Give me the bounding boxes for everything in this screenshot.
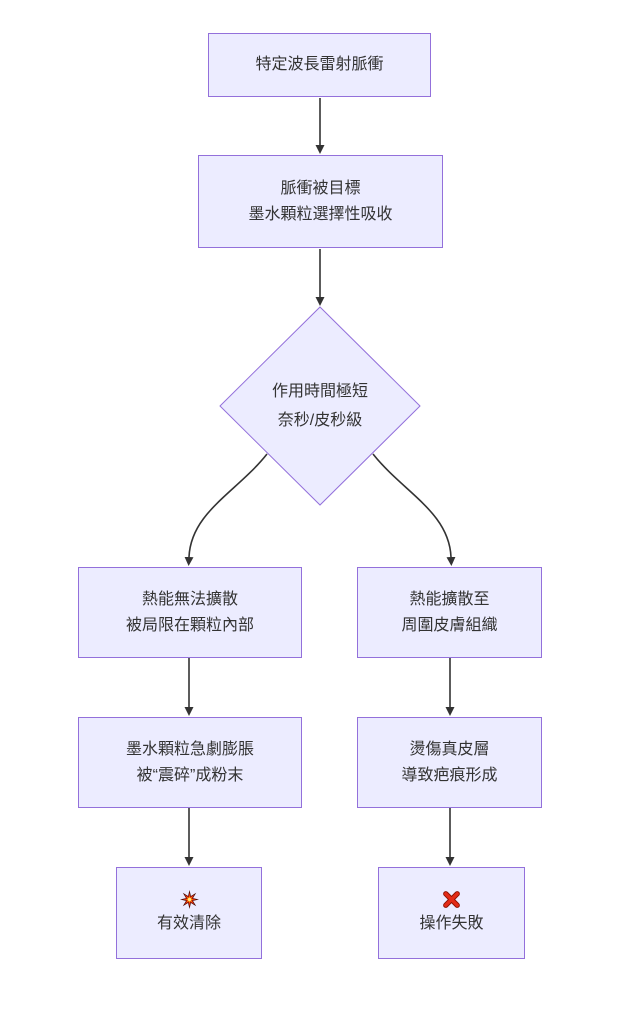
node-label-line: 導致疤痕形成	[401, 766, 498, 784]
flowchart-node-particle-shatter: 墨水顆粒急劇膨脹 被“震碎”成粉末	[78, 717, 302, 808]
node-label-line: 熱能無法擴散	[141, 590, 238, 608]
flowchart-node-laser-pulse: 特定波長雷射脈衝	[208, 33, 431, 97]
decision-diamond-shape	[219, 306, 421, 506]
node-label-line: 燙傷真皮層	[409, 740, 490, 758]
flowchart-node-success: 有效清除	[116, 867, 262, 959]
collision-icon	[179, 889, 199, 909]
node-label-line: 脈衝被目標	[280, 179, 361, 197]
node-label-line: 作用時間極短	[271, 383, 368, 400]
node-label-line: 特定波長雷射脈衝	[255, 56, 384, 73]
flowchart-node-duration-decision: 作用時間極短 奈秒/皮秒級	[230, 377, 410, 435]
flowchart-node-heat-confined: 熱能無法擴散 被局限在顆粒內部	[78, 567, 302, 658]
node-label-line: 墨水顆粒急劇膨脹	[125, 740, 254, 758]
flowchart-node-absorption: 脈衝被目標 墨水顆粒選擇性吸收	[198, 155, 443, 248]
flowchart-node-failure: 操作失敗	[378, 867, 525, 959]
node-label-line: 墨水顆粒選擇性吸收	[248, 205, 393, 223]
node-label-line: 奈秒/皮秒級	[277, 412, 363, 429]
cross-mark-icon	[442, 890, 461, 909]
node-label-line: 熱能擴散至	[409, 590, 490, 608]
node-label-line: 操作失敗	[419, 914, 484, 932]
node-label-line: 周圍皮膚組織	[401, 616, 498, 634]
node-label-line: 被局限在顆粒內部	[125, 616, 254, 634]
flowchart-node-dermis-burn: 燙傷真皮層 導致疤痕形成	[357, 717, 542, 808]
flowchart-node-heat-spread: 熱能擴散至 周圍皮膚組織	[357, 567, 542, 658]
edge-decision-to-heat-confined	[184, 453, 268, 566]
node-label-line: 有效清除	[156, 914, 221, 932]
node-label-line: 被“震碎”成粉末	[136, 766, 244, 784]
edge-decision-to-heat-spread	[372, 453, 456, 566]
